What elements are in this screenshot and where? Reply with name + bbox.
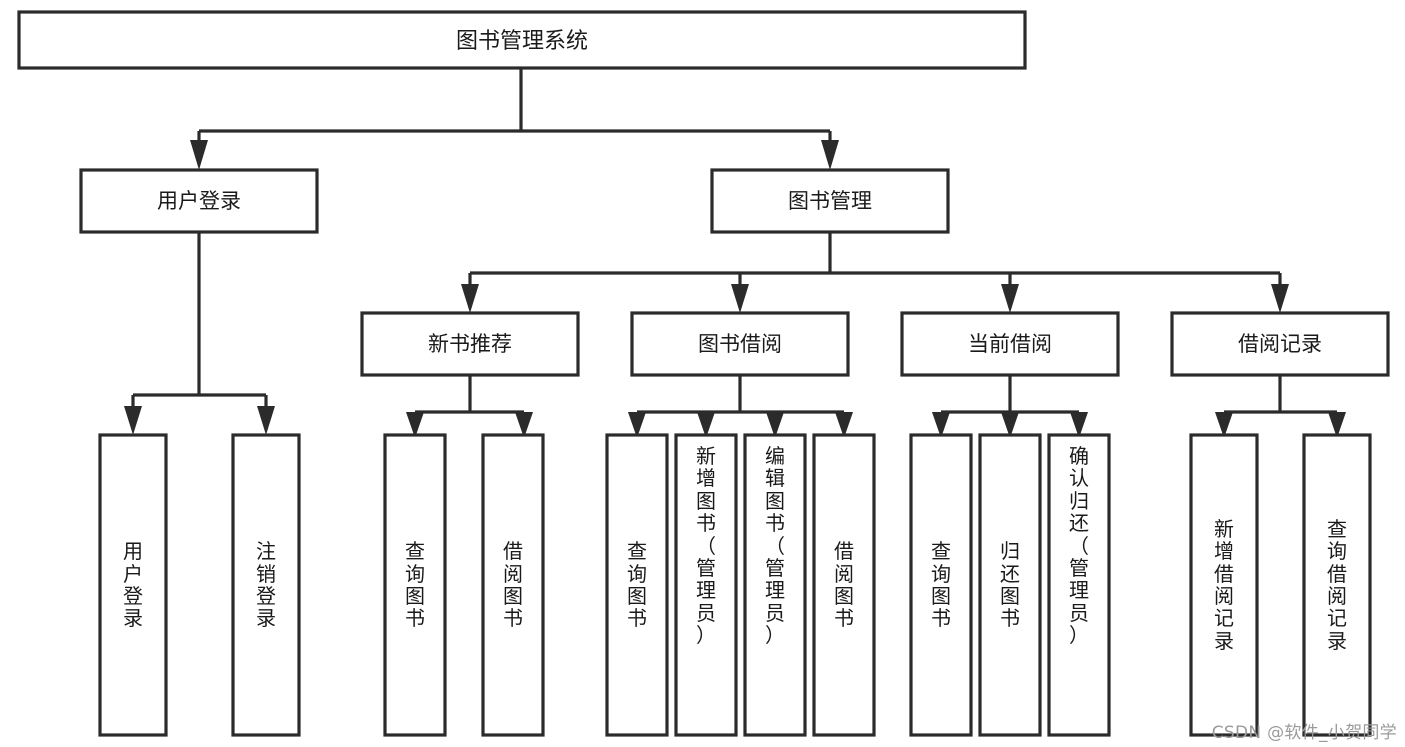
node-current-borrow[interactable]: 当前借阅 bbox=[900, 311, 1120, 377]
arrow-head-leaf-add-record bbox=[1215, 412, 1233, 438]
node-current-borrow-box[interactable] bbox=[900, 311, 1120, 377]
arrow-head-leaf-borrow-book-1 bbox=[515, 412, 533, 438]
node-root-box[interactable] bbox=[17, 10, 1027, 70]
node-book-manage-box[interactable] bbox=[710, 168, 950, 234]
node-leaf-query-book-1-box[interactable] bbox=[383, 433, 447, 737]
node-borrow-record-label: 借阅记录 bbox=[1238, 332, 1322, 356]
arrow-head-leaf-user-login bbox=[124, 406, 142, 435]
arrow-head-book-manage bbox=[821, 140, 839, 170]
arrow-head-leaf-return-book bbox=[1001, 412, 1019, 438]
arrow-head-leaf-borrow-book-2 bbox=[835, 412, 853, 438]
arrow-head-leaf-add-book bbox=[697, 412, 715, 438]
node-book-manage[interactable]: 图书管理 bbox=[710, 168, 950, 234]
connector-group-user-login bbox=[124, 232, 275, 435]
node-borrow-record-box[interactable] bbox=[1170, 311, 1390, 377]
node-user-login[interactable]: 用户登录 bbox=[79, 168, 319, 234]
node-leaf-borrow-book-1-box[interactable] bbox=[481, 433, 545, 737]
leaf-box-group bbox=[98, 433, 1372, 737]
connector-group-current-borrow bbox=[932, 375, 1088, 438]
node-root-label: 图书管理系统 bbox=[456, 29, 588, 54]
arrow-head-leaf-user-logout bbox=[257, 406, 275, 435]
arrow-head-leaf-query-book-3 bbox=[932, 412, 950, 438]
csdn-watermark: CSDN @软件_小贺同学 bbox=[1211, 723, 1397, 743]
arrow-head-user-login bbox=[190, 140, 208, 170]
arrow-head-current-borrow bbox=[1001, 284, 1019, 313]
arrow-head-new-book-rec bbox=[461, 284, 479, 313]
node-new-book-rec-label: 新书推荐 bbox=[428, 332, 512, 356]
node-root[interactable]: 图书管理系统 bbox=[17, 10, 1027, 70]
node-book-manage-label: 图书管理 bbox=[788, 189, 872, 213]
node-leaf-borrow-book-2-box[interactable] bbox=[812, 433, 876, 737]
node-user-login-label: 用户登录 bbox=[157, 189, 241, 213]
connector-group-borrow-record bbox=[1215, 375, 1346, 438]
node-borrow-record[interactable]: 借阅记录 bbox=[1170, 311, 1390, 377]
connector-group-book-manage bbox=[461, 232, 1289, 313]
node-current-borrow-label: 当前借阅 bbox=[968, 332, 1052, 356]
node-leaf-user-logout-box[interactable] bbox=[231, 433, 301, 737]
arrow-head-leaf-confirm-return bbox=[1070, 412, 1088, 438]
node-leaf-return-book-box[interactable] bbox=[978, 433, 1042, 737]
arrow-head-borrow-record bbox=[1271, 284, 1289, 313]
node-new-book-rec[interactable]: 新书推荐 bbox=[360, 311, 580, 377]
arrow-head-leaf-query-book-1 bbox=[406, 412, 424, 438]
node-leaf-add-book-box[interactable] bbox=[674, 433, 738, 737]
connector-group-new-book-rec bbox=[406, 375, 533, 438]
arrow-head-leaf-edit-book bbox=[766, 412, 784, 438]
connector-group-root bbox=[190, 68, 839, 170]
arrow-head-leaf-query-record bbox=[1328, 412, 1346, 438]
node-leaf-query-book-3-box[interactable] bbox=[909, 433, 973, 737]
node-leaf-edit-book-box[interactable] bbox=[743, 433, 807, 737]
arrow-head-leaf-query-book-2 bbox=[628, 412, 646, 438]
node-user-login-box[interactable] bbox=[79, 168, 319, 234]
node-book-borrow-label: 图书借阅 bbox=[698, 332, 782, 356]
node-book-borrow[interactable]: 图书借阅 bbox=[630, 311, 850, 377]
node-leaf-add-record-box[interactable] bbox=[1189, 433, 1259, 737]
node-leaf-user-login-box[interactable] bbox=[98, 433, 168, 737]
node-book-borrow-box[interactable] bbox=[630, 311, 850, 377]
node-leaf-query-book-2-box[interactable] bbox=[605, 433, 669, 737]
node-leaf-confirm-return-box[interactable] bbox=[1047, 433, 1111, 737]
connector-group-book-borrow bbox=[628, 375, 853, 438]
node-new-book-rec-box[interactable] bbox=[360, 311, 580, 377]
arrow-head-book-borrow bbox=[731, 284, 749, 313]
node-leaf-query-record-box[interactable] bbox=[1302, 433, 1372, 737]
